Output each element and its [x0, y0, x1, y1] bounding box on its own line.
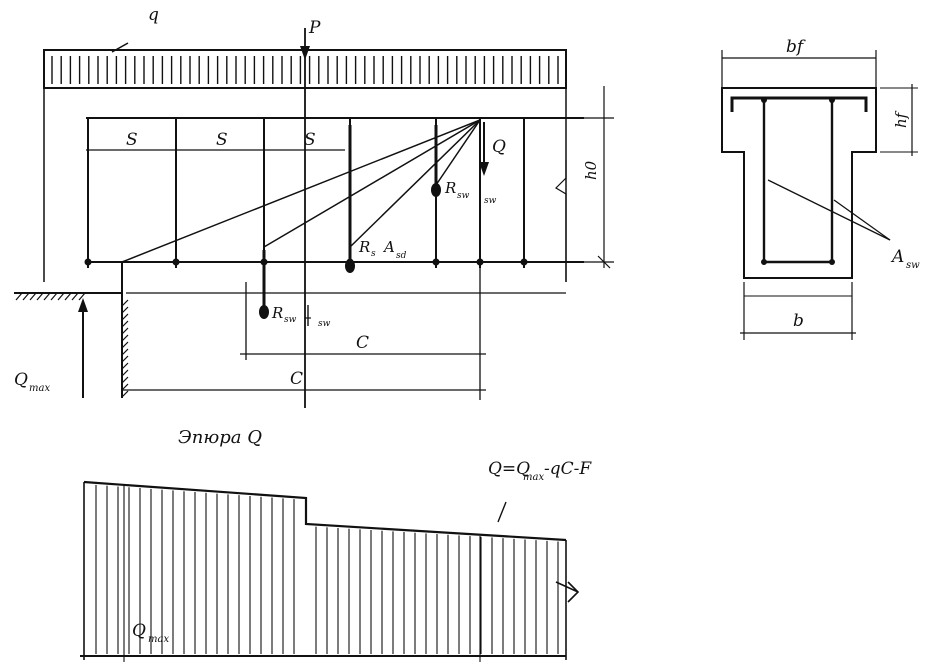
section-asw-sub: sw: [906, 260, 920, 271]
rsw-lower-index: sw: [318, 319, 331, 329]
wall-hatch-line: [121, 383, 129, 391]
wall-hatch-line: [121, 334, 129, 342]
q-formula-sub: max: [523, 472, 544, 483]
wall-hatch-line: [121, 355, 129, 363]
rsw-mid-a: A: [382, 238, 395, 256]
ground-hatch-line: [78, 292, 86, 301]
rsw-upper-index: sw: [484, 196, 497, 206]
load-q-label: q: [148, 5, 159, 25]
rsw-upper-label: R: [444, 179, 456, 197]
ground-hatch-line: [71, 292, 79, 301]
ground-hatch-line: [36, 292, 44, 301]
ground-hatch-line: [57, 292, 65, 301]
force-p-label: P: [308, 18, 321, 38]
span-c-label: C: [290, 369, 303, 389]
rsw-mid-sub: s: [371, 249, 376, 259]
ground-hatch-line: [22, 292, 30, 301]
q-max-support-label: Q: [14, 370, 28, 390]
height-h0-label: h0: [582, 160, 600, 180]
rsw-lower-label: R: [271, 304, 283, 322]
spacing-s1-label: S: [126, 130, 138, 150]
inclined-cracks: [121, 119, 481, 263]
rsw-lower-sub: sw: [284, 315, 297, 325]
height-h0-dimension: [555, 86, 614, 282]
section-bf-label: bf: [786, 37, 806, 57]
section-hf-label: hf: [892, 110, 910, 128]
shear-diagram: [80, 480, 580, 662]
rsw-upper-sub: sw: [457, 191, 470, 201]
section-force-q: [479, 122, 489, 176]
beam-outline: [43, 88, 584, 282]
rsw-mid-a-sub: sd: [396, 251, 407, 261]
stirrup-node: [84, 258, 92, 266]
q-max-diagram-sub: max: [148, 634, 169, 645]
ground-hatch-line: [15, 292, 23, 301]
wall-hatch-line: [121, 313, 129, 321]
q-formula-tail: -qC-F: [544, 459, 592, 479]
ground-hatch-line: [29, 292, 37, 301]
diagram-title: Эпюра Q: [178, 427, 262, 448]
wall-hatch-line: [121, 306, 129, 314]
wall-hatch-line: [121, 390, 129, 398]
q-max-support-sub: max: [29, 383, 50, 394]
stirrup-node: [172, 258, 180, 266]
span-c0-label: C: [356, 333, 369, 353]
point-force-p: [300, 28, 310, 408]
spacing-s3-label: S: [304, 130, 316, 150]
q-section-label: Q: [492, 137, 506, 157]
q-formula-leader: [497, 501, 507, 523]
q-formula-main: Q=Q: [488, 459, 530, 479]
rsw-mid-label: R: [358, 238, 370, 256]
wall-hatch-line: [121, 341, 129, 349]
support: [14, 262, 129, 398]
ground-hatch-line: [50, 292, 58, 301]
wall-hatch-line: [121, 299, 129, 307]
spacing-s2-label: S: [216, 130, 228, 150]
wall-hatch-line: [121, 348, 129, 356]
stirrup-node: [520, 258, 528, 266]
q-max-diagram-label: Q: [132, 621, 146, 641]
ground-hatch-line: [43, 292, 51, 301]
section-asw-label: A: [890, 247, 904, 267]
stirrup-forces: [259, 125, 441, 319]
wall-hatch-line: [121, 327, 129, 335]
section-b-label: b: [793, 311, 804, 331]
ground-hatch-line: [64, 292, 72, 301]
cross-section: [721, 50, 918, 340]
stirrup-node: [432, 258, 440, 266]
wall-hatch-line: [121, 362, 129, 370]
wall-hatch-line: [121, 320, 129, 328]
span-dimensions: [122, 262, 566, 400]
wall-hatch-line: [121, 369, 129, 377]
load-q-leader: [111, 42, 129, 53]
wall-hatch-line: [121, 376, 129, 384]
